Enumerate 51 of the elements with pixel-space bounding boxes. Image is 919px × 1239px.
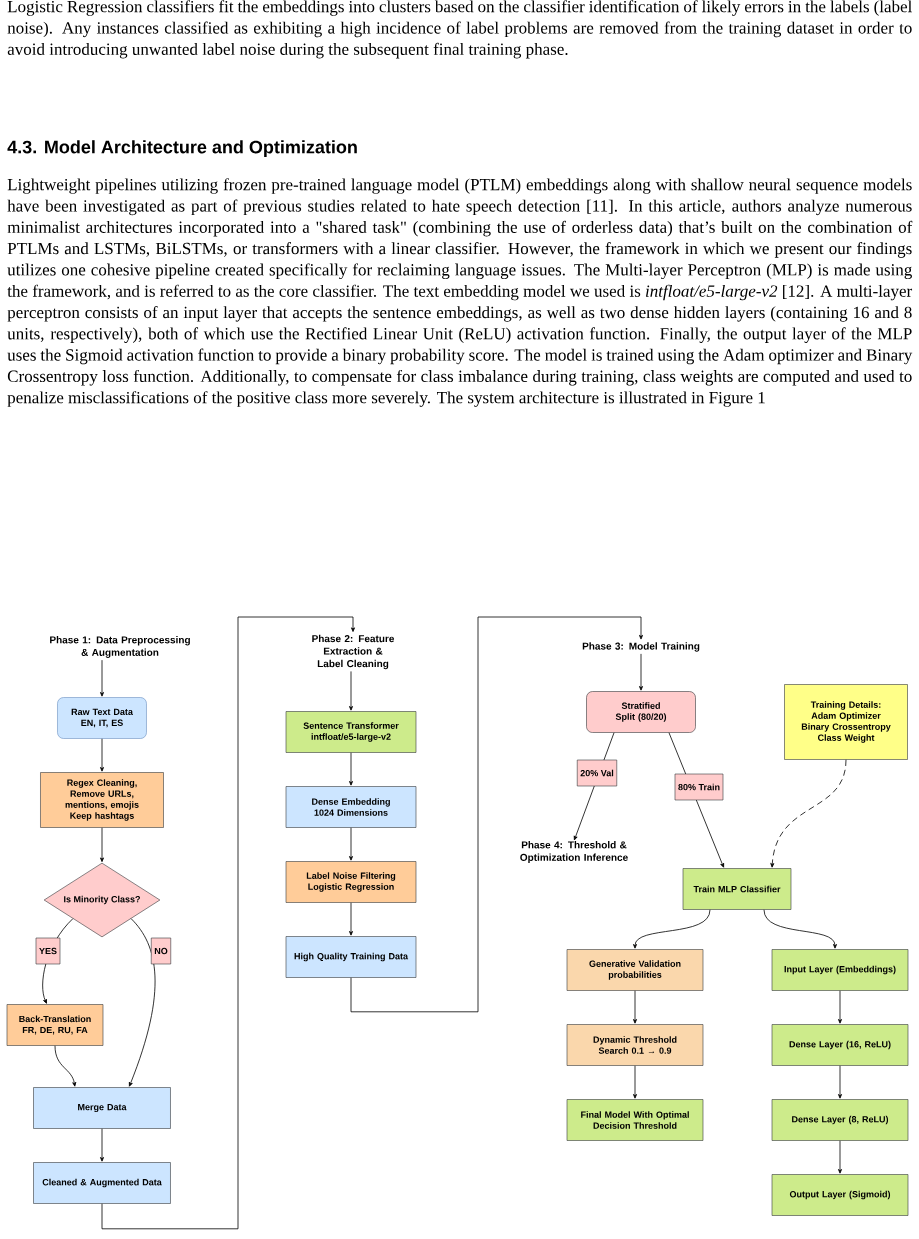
dashed-arrow xyxy=(770,759,847,868)
process-box: Final Model With Optimal Decision Threshold xyxy=(566,1099,704,1141)
process-box: Regex Cleaning, Remove URLs, mentions, emojis Keep hashtags xyxy=(40,772,164,828)
process-box: Dense Embedding 1024 Dimensions xyxy=(285,786,417,828)
phase-heading: Phase 2: Feature Extraction & Label Cleaning xyxy=(312,634,395,670)
process-box: Output Layer (Sigmoid) xyxy=(771,1174,909,1216)
arrow xyxy=(128,918,156,1087)
process-box: Dense Layer (16, ReLU) xyxy=(771,1024,909,1066)
process-box: Train MLP Classifier xyxy=(682,868,792,910)
arrow xyxy=(633,990,637,1024)
arrow xyxy=(838,990,842,1024)
arrow xyxy=(100,827,104,863)
process-box: Dense Layer (8, ReLU) xyxy=(771,1099,909,1141)
process-box: Merge Data xyxy=(33,1087,171,1129)
process-box: Generative Validation probabilities xyxy=(566,949,704,991)
arrow xyxy=(101,616,355,1230)
arrow xyxy=(349,671,353,711)
paragraph: Lightweight pipelines utilizing frozen pre-trained language model (PTLM) embeddings along with shallow neural sequence models have been investigated as part of previous studies related to hate speech detection [11]. In this article, authors analyze numerous minimalist architectures incorporated into a "shared task" (combining the use of orderless data) that’s built on the combination of PTLMs and LSTMs, BiLSTMs, or transformers with a linear classifier. However, the framework in which we present our findings utilizes one cohesive pipeline created specifically for reclaiming language issues. The Multi-layer Perceptron (MLP) is made using the framework, and is referred to as the core classifier. The text embedding model we used is intfloat/e5-large-v2 [12]. A multi-layer perceptron consists of an input layer that accepts the sentence embeddings, as well as two dense hidden layers (containing 16 and 8 units, respectively), both of which use the Rectified Linear Unit (ReLU) activation function. Finally, the output layer of the MLP uses the Sigmoid activation function to provide a binary probability score. The model is trained using the Adam optimizer and Binary Crossentropy loss function. Additionally, to compensate for class imbalance during training, class weights are computed and used to penalize misclassifications of the positive class more severely. The system architecture is illustrated in Figure 1 xyxy=(7,178,913,407)
process-box: Label Noise Filtering Logistic Regression xyxy=(285,861,417,903)
phase-heading: Phase 3: Model Training xyxy=(582,642,700,652)
process-box: Cleaned & Augmented Data xyxy=(33,1162,171,1204)
process-box: Back-Translation FR, DE, RU, FA xyxy=(6,1004,104,1046)
arrow xyxy=(639,653,643,691)
arrow xyxy=(349,902,353,936)
edge-label: YES xyxy=(35,937,61,965)
arrow xyxy=(633,1065,637,1099)
arrow xyxy=(349,827,353,861)
edge-label: NO xyxy=(150,937,172,965)
process-box: Dynamic Threshold Search 0.1 → 0.9 xyxy=(566,1024,704,1066)
process-box: High Quality Training Data xyxy=(285,936,417,978)
arrow xyxy=(838,1140,842,1174)
edge-label: 20% Val xyxy=(576,759,618,787)
arrow xyxy=(100,659,104,697)
arrow xyxy=(763,909,837,949)
arrow xyxy=(350,616,643,1013)
process-box: Input Layer (Embeddings) xyxy=(771,949,909,991)
arrow xyxy=(100,738,104,772)
arrow xyxy=(100,1128,104,1162)
process-box: Sentence Transformer intfloat/e5-large-v2 xyxy=(285,711,417,753)
arrow xyxy=(633,909,711,949)
arrow xyxy=(349,752,353,786)
rounded-box: Raw Text Data EN, IT, ES xyxy=(57,697,147,739)
paragraph: Logistic Regression classifiers fit the embeddings into clusters based on the classifier identification of likely errors in the labels (label noise). Any instances classified as exhibiting a high incidence of label problems are removed from the training dataset in order to avoid introducing unwanted label noise during the subsequent final training phase. xyxy=(7,0,912,59)
edge-label: 80% Train xyxy=(674,773,724,801)
process-box: Training Details: Adam Optimizer Binary Crossentropy Class Weight xyxy=(784,684,908,760)
arrow xyxy=(54,1045,77,1087)
rounded-box: Stratified Split (80/20) xyxy=(586,691,696,733)
phase-heading: Phase 4: Threshold & Optimization Inference xyxy=(520,841,628,863)
phase-heading: Phase 1: Data Preprocessing & Augmentation xyxy=(50,636,190,658)
arrow xyxy=(838,1065,842,1099)
section-heading: 4.3. Model Architecture and Optimization xyxy=(7,140,357,157)
